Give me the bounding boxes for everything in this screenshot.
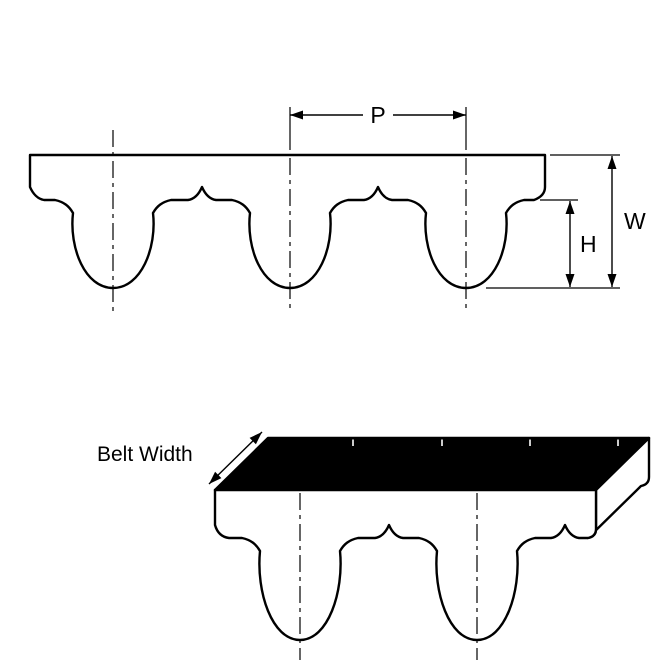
belt-top-face	[213, 436, 651, 492]
arrowhead-up-icon	[565, 201, 575, 214]
arrowhead-down-icon	[565, 274, 575, 287]
arrowhead-left-icon	[290, 110, 303, 120]
belt-width-annotation: Belt Width	[97, 431, 263, 485]
arrowhead-up-icon	[607, 156, 617, 169]
belt-profile	[28, 153, 547, 290]
height-label: H	[580, 231, 597, 257]
width-dimension: W	[486, 154, 646, 289]
arrowhead-upper-icon	[249, 432, 262, 445]
arrowhead-down-icon	[607, 274, 617, 287]
cross-section-view: P W H	[28, 102, 646, 312]
iso-view: Belt Width	[97, 431, 651, 660]
width-label: W	[624, 208, 646, 234]
pitch-label: P	[370, 102, 385, 128]
arrowhead-lower-icon	[209, 471, 222, 484]
belt-front-profile	[213, 488, 598, 642]
height-dimension: H	[540, 199, 597, 287]
arrowhead-right-icon	[453, 110, 466, 120]
pitch-dimension: P	[289, 102, 467, 150]
belt-width-label: Belt Width	[97, 443, 193, 466]
